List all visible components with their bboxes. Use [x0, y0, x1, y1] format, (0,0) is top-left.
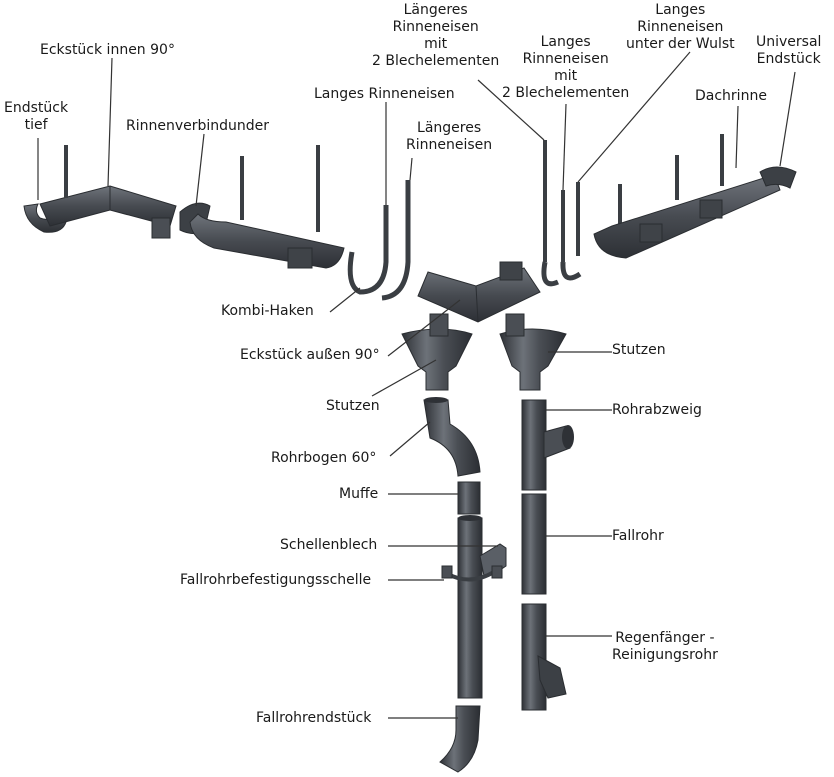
schelle-part [441, 565, 503, 582]
label-langes-rinneneisen-left: Langes Rinneneisen [314, 86, 455, 102]
left-gutter-part [189, 213, 345, 269]
dachrinne-part [593, 175, 781, 259]
label-regenfaenger: Regenfänger -Reinigungsrohr [612, 630, 718, 663]
label-eckstueck-aussen: Eckstück außen 90° [240, 347, 380, 363]
right-gutter-hangers [543, 134, 724, 262]
label-fallrohr: Fallrohr [612, 528, 664, 544]
label-stutzen-left: Stutzen [326, 398, 380, 414]
label-muffe: Muffe [339, 486, 379, 502]
label-dachrinne: Dachrinne [695, 88, 767, 104]
rohrbogen-part [423, 397, 481, 477]
stutzen-right-part [499, 313, 567, 391]
stutzen-left-part [401, 313, 473, 391]
fallrohrendstueck-part [439, 705, 481, 773]
universal-endstueck-part [759, 166, 797, 189]
label-kombi-haken: Kombi-Haken [221, 303, 314, 319]
left-gutter-hangers [64, 145, 320, 232]
muffe-part [457, 481, 481, 515]
label-stutzen-right: Stutzen [612, 342, 666, 358]
right-kombi-hooks [541, 261, 582, 287]
rohrabzweig-part [521, 399, 574, 491]
label-rinnenverbinder: Rinnenverbindunder [126, 118, 270, 134]
label-eckstueck-innen: Eckstück innen 90° [40, 42, 175, 58]
regenfaenger-part [521, 603, 567, 711]
label-fallrohrbefestigungsschelle: Fallrohrbefestigungsschelle [180, 572, 372, 588]
label-schellenblech: Schellenblech [280, 537, 378, 553]
eckstueck-innen-part [39, 185, 177, 239]
fallrohr-right-part [521, 493, 547, 595]
fallrohr-left-part [457, 515, 483, 699]
kombi-haken-part [347, 180, 411, 301]
label-rohrbogen: Rohrbogen 60° [271, 450, 377, 466]
leader-lines [37, 51, 796, 719]
label-rohrabzweig: Rohrabzweig [612, 402, 702, 418]
label-fallrohrendstueck: Fallrohrendstück [256, 710, 372, 726]
eckstueck-aussen-part [417, 261, 541, 323]
